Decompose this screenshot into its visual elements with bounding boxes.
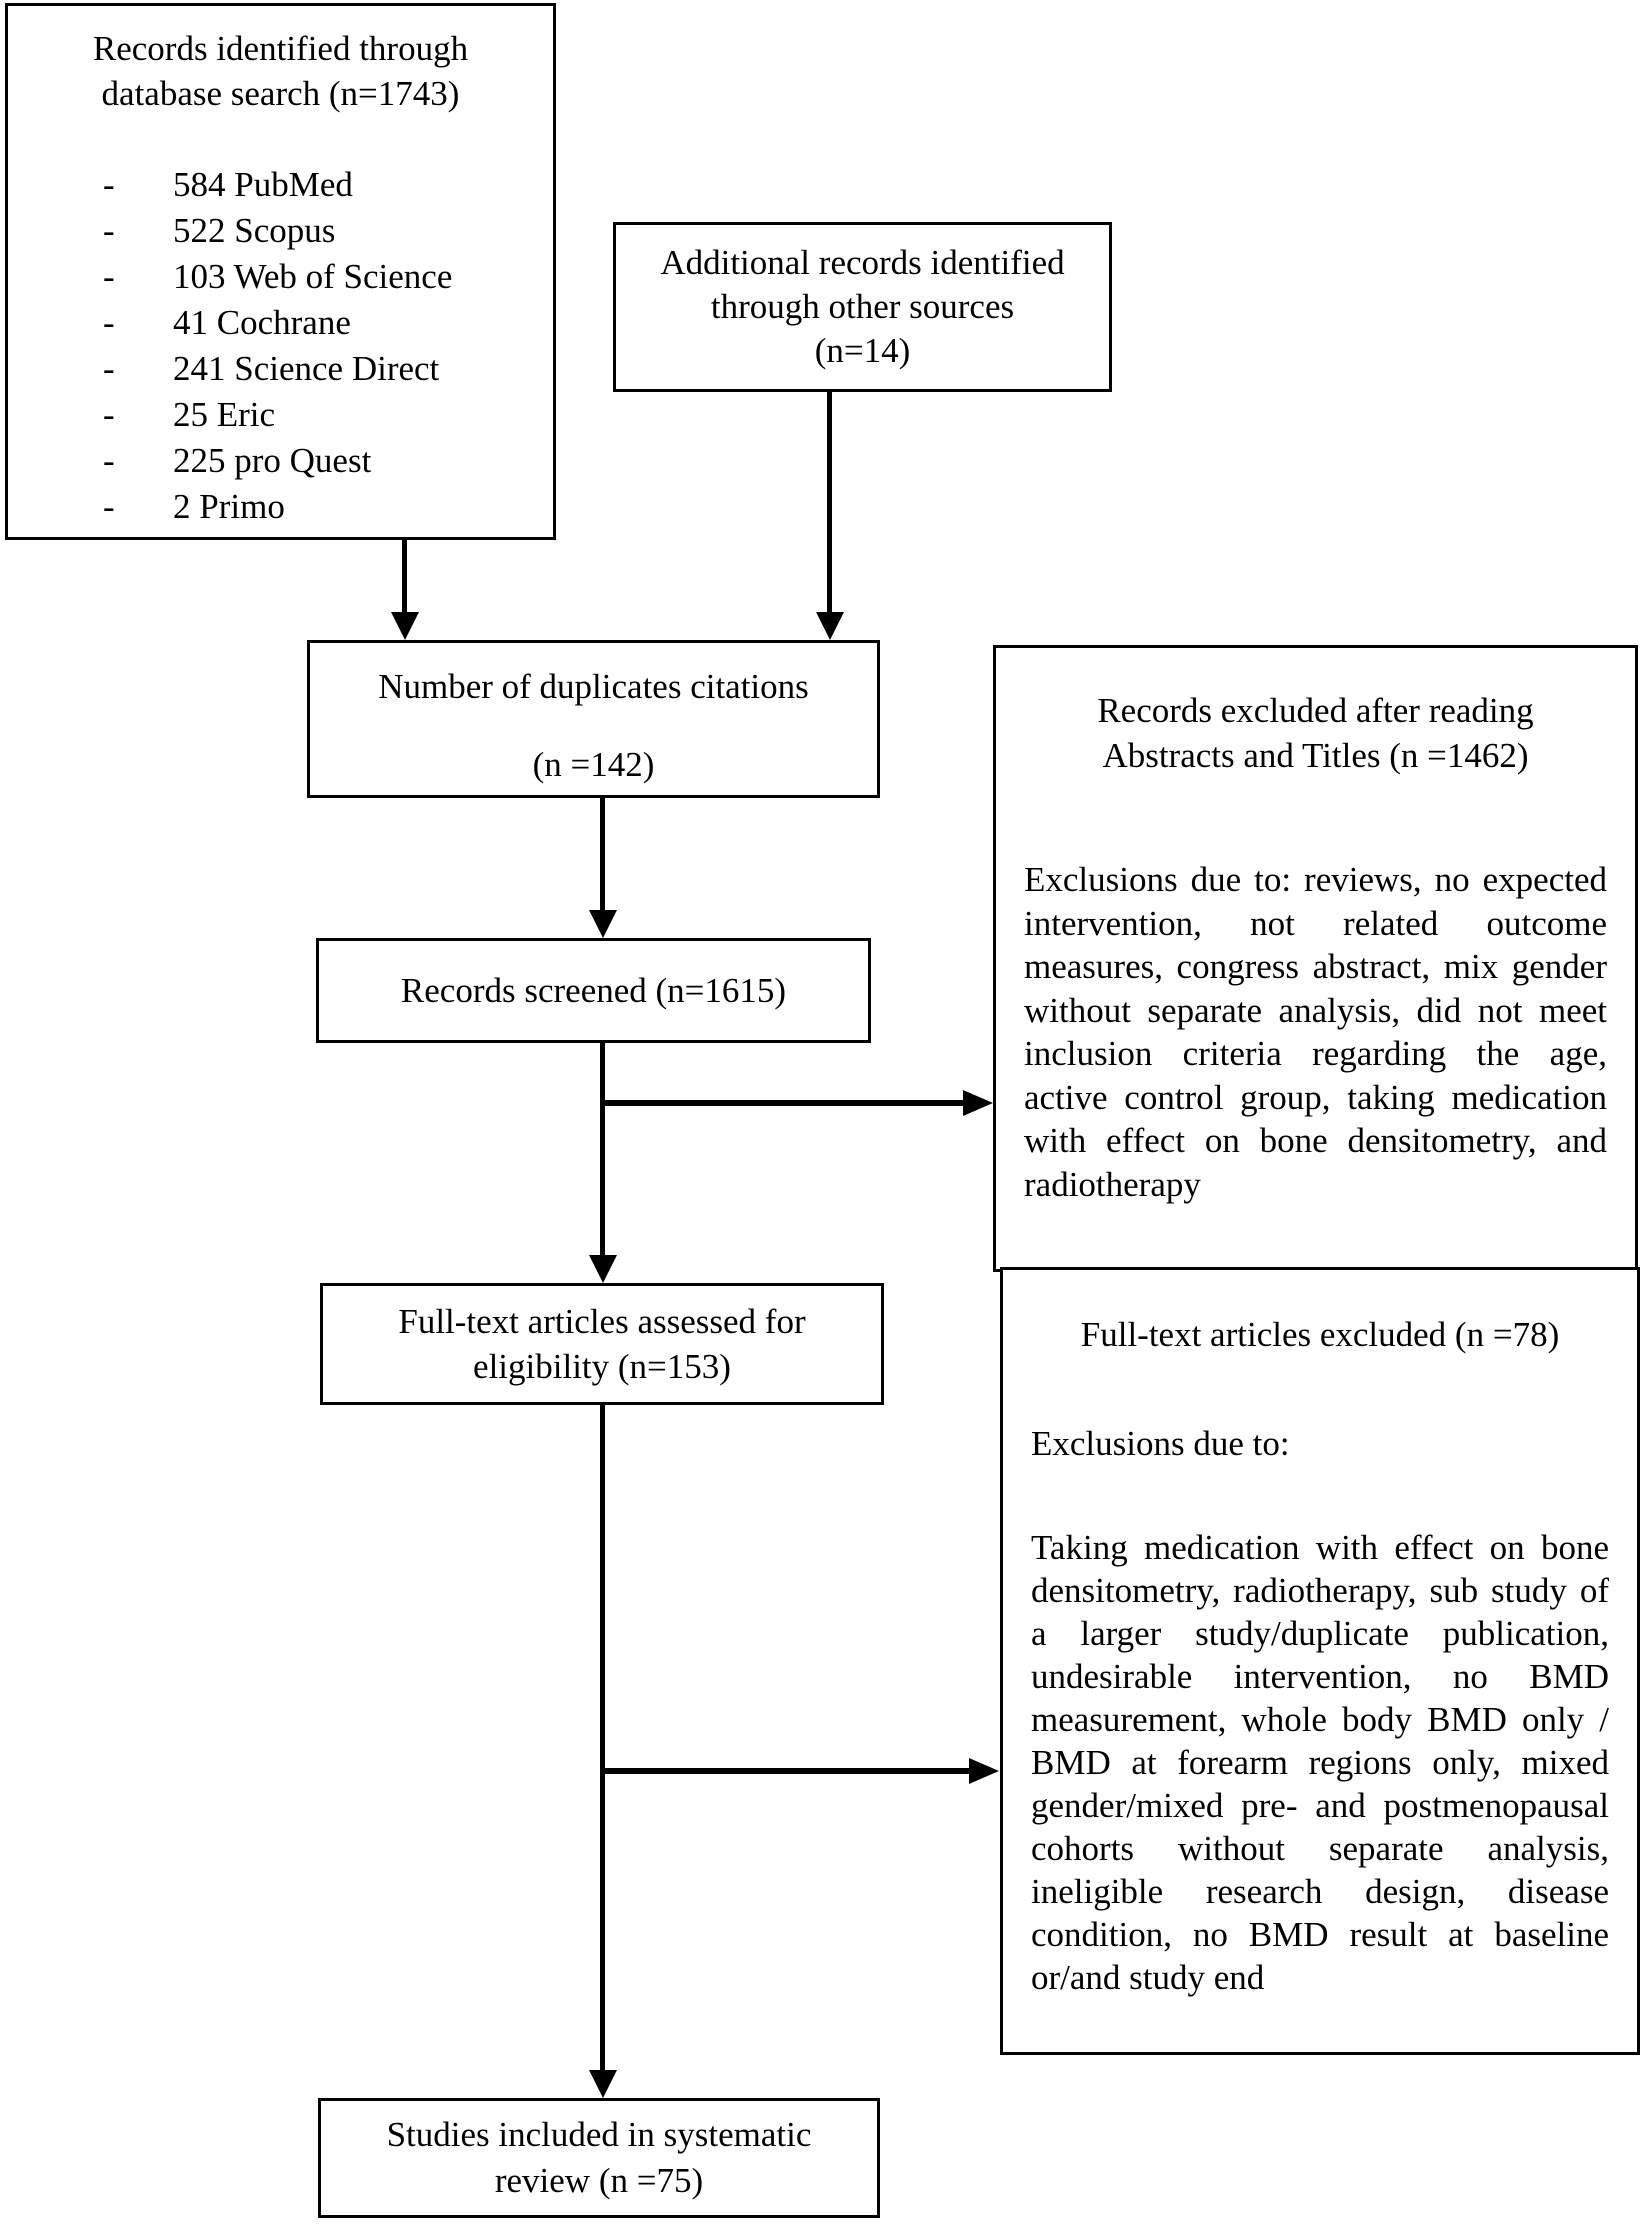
list-item: - 225 pro Quest	[8, 438, 553, 484]
list-item-label: 41 Cochrane	[173, 303, 351, 342]
connector-fulltext-to-fulltext-excluded	[602, 1768, 970, 1774]
list-item-label: 522 Scopus	[173, 211, 336, 250]
arrowhead-additional-to-duplicates	[816, 612, 844, 640]
list-item-label: 241 Science Direct	[173, 349, 440, 388]
fulltext-assessed-line1: Full-text articles assessed for	[398, 1302, 806, 1341]
list-item: - 241 Science Direct	[8, 346, 553, 392]
box-additional-records: Additional records identified through ot…	[613, 222, 1112, 392]
connector-additional-to-duplicates	[827, 392, 832, 614]
studies-included-line1: Studies included in systematic	[386, 2115, 812, 2154]
records-identified-title: Records identified through database sear…	[41, 26, 521, 116]
fulltext-excluded-reasons: Taking medication with effect on bone de…	[1031, 1528, 1609, 1997]
list-item-label: 584 PubMed	[173, 165, 353, 204]
database-source-list: - 584 PubMed - 522 Scopus - 103 Web of Scie…	[8, 162, 553, 530]
list-item-label: 25 Eric	[173, 395, 276, 434]
arrowhead-identification-to-duplicates	[391, 612, 419, 640]
connector-duplicates-to-screened	[600, 798, 605, 912]
connector-screened-to-fulltext	[600, 1043, 605, 1257]
records-identified-title-line1: Records identified through	[92, 29, 469, 68]
excluded-abstracts-title-line1: Records excluded after reading	[1097, 691, 1534, 730]
arrowhead-fulltext-to-included	[589, 2070, 617, 2098]
list-item: - 41 Cochrane	[8, 300, 553, 346]
records-identified-title-line2: database search (n=1743)	[101, 74, 460, 113]
list-item: - 25 Eric	[8, 392, 553, 438]
duplicates-label: Number of duplicates citations	[378, 667, 809, 706]
excluded-abstracts-title: Records excluded after reading Abstracts…	[1024, 688, 1607, 778]
list-item: - 584 PubMed	[8, 162, 553, 208]
records-screened-label: Records screened (n=1615)	[400, 970, 787, 1010]
list-bullet: -	[103, 165, 115, 204]
excluded-abstracts-reasons: Exclusions due to: reviews, no expected …	[1024, 860, 1607, 1204]
box-fulltext-assessed: Full-text articles assessed for eligibil…	[320, 1283, 884, 1405]
duplicates-count: (n =142)	[532, 745, 655, 784]
list-item-label: 103 Web of Science	[173, 257, 453, 296]
box-records-excluded-abstracts: Records excluded after reading Abstracts…	[993, 645, 1638, 1272]
box-duplicates: Number of duplicates citations (n =142)	[307, 640, 880, 798]
list-bullet: -	[103, 211, 115, 250]
arrowhead-screened-to-excluded-abstracts	[963, 1090, 993, 1116]
fulltext-excluded-subtitle: Exclusions due to:	[1031, 1424, 1290, 1463]
list-bullet: -	[103, 349, 115, 388]
list-item-label: 2 Primo	[173, 487, 285, 526]
list-item: - 522 Scopus	[8, 208, 553, 254]
list-item: - 103 Web of Science	[8, 254, 553, 300]
excluded-abstracts-title-line2: Abstracts and Titles (n =1462)	[1102, 736, 1529, 775]
list-bullet: -	[103, 395, 115, 434]
arrowhead-screened-to-fulltext	[589, 1255, 617, 1283]
connector-screened-to-excluded-abstracts	[602, 1100, 964, 1106]
box-records-identified: Records identified through database sear…	[5, 3, 556, 540]
fulltext-excluded-title: Full-text articles excluded (n =78)	[1080, 1315, 1560, 1354]
list-item: - 2 Primo	[8, 484, 553, 530]
fulltext-assessed-line2: eligibility (n=153)	[473, 1347, 731, 1386]
list-bullet: -	[103, 303, 115, 342]
additional-records-line2: through other sources	[710, 287, 1015, 326]
list-bullet: -	[103, 441, 115, 480]
connector-fulltext-to-included	[600, 1405, 605, 2072]
studies-included-line2: review (n =75)	[494, 2161, 704, 2200]
list-bullet: -	[103, 257, 115, 296]
connector-identification-to-duplicates	[402, 540, 407, 614]
box-studies-included: Studies included in systematic review (n…	[318, 2098, 880, 2218]
list-item-label: 225 pro Quest	[173, 441, 372, 480]
arrowhead-fulltext-to-fulltext-excluded	[969, 1758, 999, 1784]
list-bullet: -	[103, 487, 115, 526]
additional-records-line1: Additional records identified	[660, 243, 1065, 282]
box-fulltext-excluded: Full-text articles excluded (n =78) Excl…	[1000, 1267, 1640, 2055]
box-records-screened: Records screened (n=1615)	[316, 938, 871, 1043]
additional-records-count: (n=14)	[814, 331, 911, 370]
arrowhead-duplicates-to-screened	[589, 910, 617, 938]
